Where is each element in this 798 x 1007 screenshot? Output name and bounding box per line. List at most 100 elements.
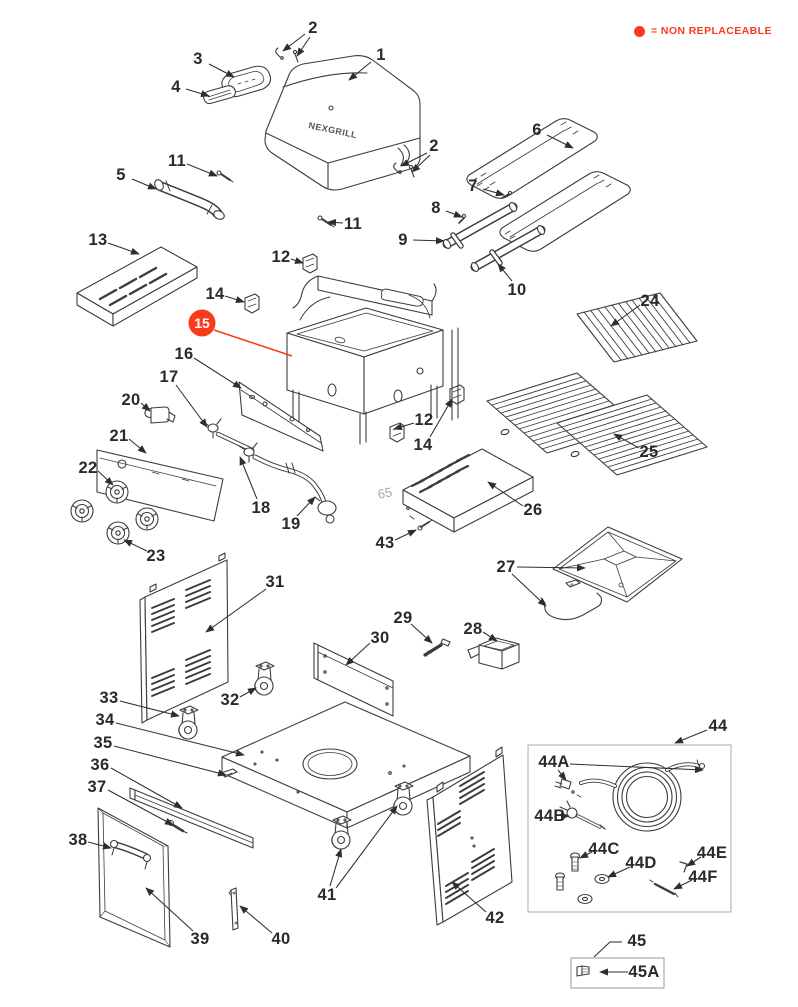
part-label-12: 12: [271, 247, 291, 266]
part-40-bracket: [228, 887, 239, 931]
leader-line-21: [128, 438, 147, 454]
manifold-pipe: [215, 431, 255, 453]
leader-line-2: [411, 154, 431, 173]
part-42-rear-side-panel: [426, 746, 513, 926]
leader-line-14: [224, 295, 245, 303]
part-label-18: 18: [251, 498, 271, 517]
leader-line-19: [296, 496, 316, 517]
non-replaceable-highlight-dot: [188, 309, 216, 337]
part-11-screw-left: [216, 170, 234, 183]
highlight-part-number: 15: [194, 315, 210, 331]
leader-line-33: [119, 700, 180, 718]
part-45A-fitting: [576, 965, 590, 977]
leader-line-29: [410, 623, 433, 644]
part-label-4: 4: [171, 77, 181, 96]
leader-line-18: [239, 456, 258, 500]
leader-line-39: [145, 887, 194, 932]
part-label-45A: 45A: [628, 962, 660, 981]
non-replaceable-dot-icon: [634, 25, 645, 37]
part-label-1: 1: [376, 45, 386, 64]
part-label-26: 26: [523, 500, 543, 519]
part-44B-valve: [559, 800, 606, 830]
part-14-bracket-left: [244, 293, 260, 314]
leader-line-26: [487, 481, 524, 507]
part-label-42: 42: [485, 908, 505, 927]
part-label-39: 39: [190, 929, 210, 948]
part-44C-bolts: [554, 852, 581, 891]
part-4-logo-plate: [203, 85, 236, 105]
part-34-bottom-shelf: [221, 701, 471, 829]
part-21-control-panel: [96, 449, 224, 522]
part-label-8: 8: [431, 198, 441, 217]
leader-line-38: [87, 841, 112, 850]
part-23-knobs: [106, 507, 159, 545]
leader-line-9: [412, 237, 445, 245]
part-15-firebox: [286, 275, 459, 445]
part-label-2: 2: [429, 136, 439, 155]
leader-line-12: [393, 422, 415, 431]
part-label-33: 33: [99, 688, 119, 707]
part-label-20: 20: [121, 390, 141, 409]
leader-line-3: [208, 63, 235, 78]
part-label-44F: 44F: [688, 867, 718, 886]
part-44F-rod: [649, 879, 679, 898]
part-25-cooking-grates: [486, 372, 708, 476]
leader-line-6: [546, 134, 574, 149]
part-1-lid: NEXGRILL: [264, 55, 421, 191]
leader-line-41: [329, 848, 343, 887]
part-label-44E: 44E: [696, 843, 728, 862]
leader-line-23: [123, 539, 148, 552]
leader-line-11: [327, 218, 344, 227]
part-label-38: 38: [68, 830, 88, 849]
part-label-45: 45: [627, 931, 647, 950]
part-38-door-handle: [109, 839, 152, 870]
leader-line-12: [290, 257, 304, 264]
stray-marking: 65: [376, 484, 394, 502]
leader-line-45: [593, 941, 611, 958]
leader-lines: [87, 33, 708, 976]
part-19-hose-regulator: [252, 454, 337, 524]
part-label-7: 7: [468, 176, 478, 195]
leader-line-40: [239, 905, 273, 934]
part-27-clip: [565, 579, 581, 588]
part-label-11: 11: [343, 214, 363, 233]
part-label-34: 34: [95, 710, 115, 729]
leader-line-20: [140, 402, 151, 412]
part-label-5: 5: [116, 165, 126, 184]
part-11-screw-mid: [317, 215, 335, 228]
part-44A-fitting: [554, 778, 582, 798]
part-30-rear-panel: [313, 642, 394, 717]
part-24-warming-rack: [576, 292, 698, 363]
part-label-14: 14: [413, 435, 433, 454]
leader-line-4: [185, 88, 210, 98]
part-label-43: 43: [375, 533, 395, 552]
leader-line-44: [674, 729, 708, 744]
leader-line-17: [175, 384, 208, 428]
leader-line-34: [115, 722, 245, 757]
part-label-10: 10: [507, 280, 527, 299]
part-5-lid-handle: [154, 179, 225, 220]
leader-line-37: [107, 789, 174, 826]
part-label-11: 11: [167, 151, 187, 170]
part-label-41: 41: [317, 885, 337, 904]
part-43-screw: [417, 519, 433, 531]
leader-line-16: [193, 357, 242, 389]
leader-line-35: [113, 745, 227, 777]
leader-line-44C: [579, 851, 593, 859]
part-label-14: 14: [205, 284, 225, 303]
highlight-part-15: 15: [188, 309, 293, 357]
part-label-29: 29: [393, 608, 413, 627]
part-label-30: 30: [370, 628, 390, 647]
leader-line-44A: [557, 769, 567, 781]
part-39-door: [97, 807, 171, 948]
leader-line-44A: [569, 763, 704, 774]
leader-line-44F: [673, 879, 693, 890]
part-12-bracket-top: [302, 253, 318, 274]
leader-line-11: [186, 163, 218, 177]
leader-line-2: [400, 152, 428, 167]
part-label-23: 23: [146, 546, 166, 565]
leader-line-42: [451, 881, 487, 913]
part-2-screws-top: [275, 47, 299, 63]
leader-line-44E: [686, 856, 702, 867]
